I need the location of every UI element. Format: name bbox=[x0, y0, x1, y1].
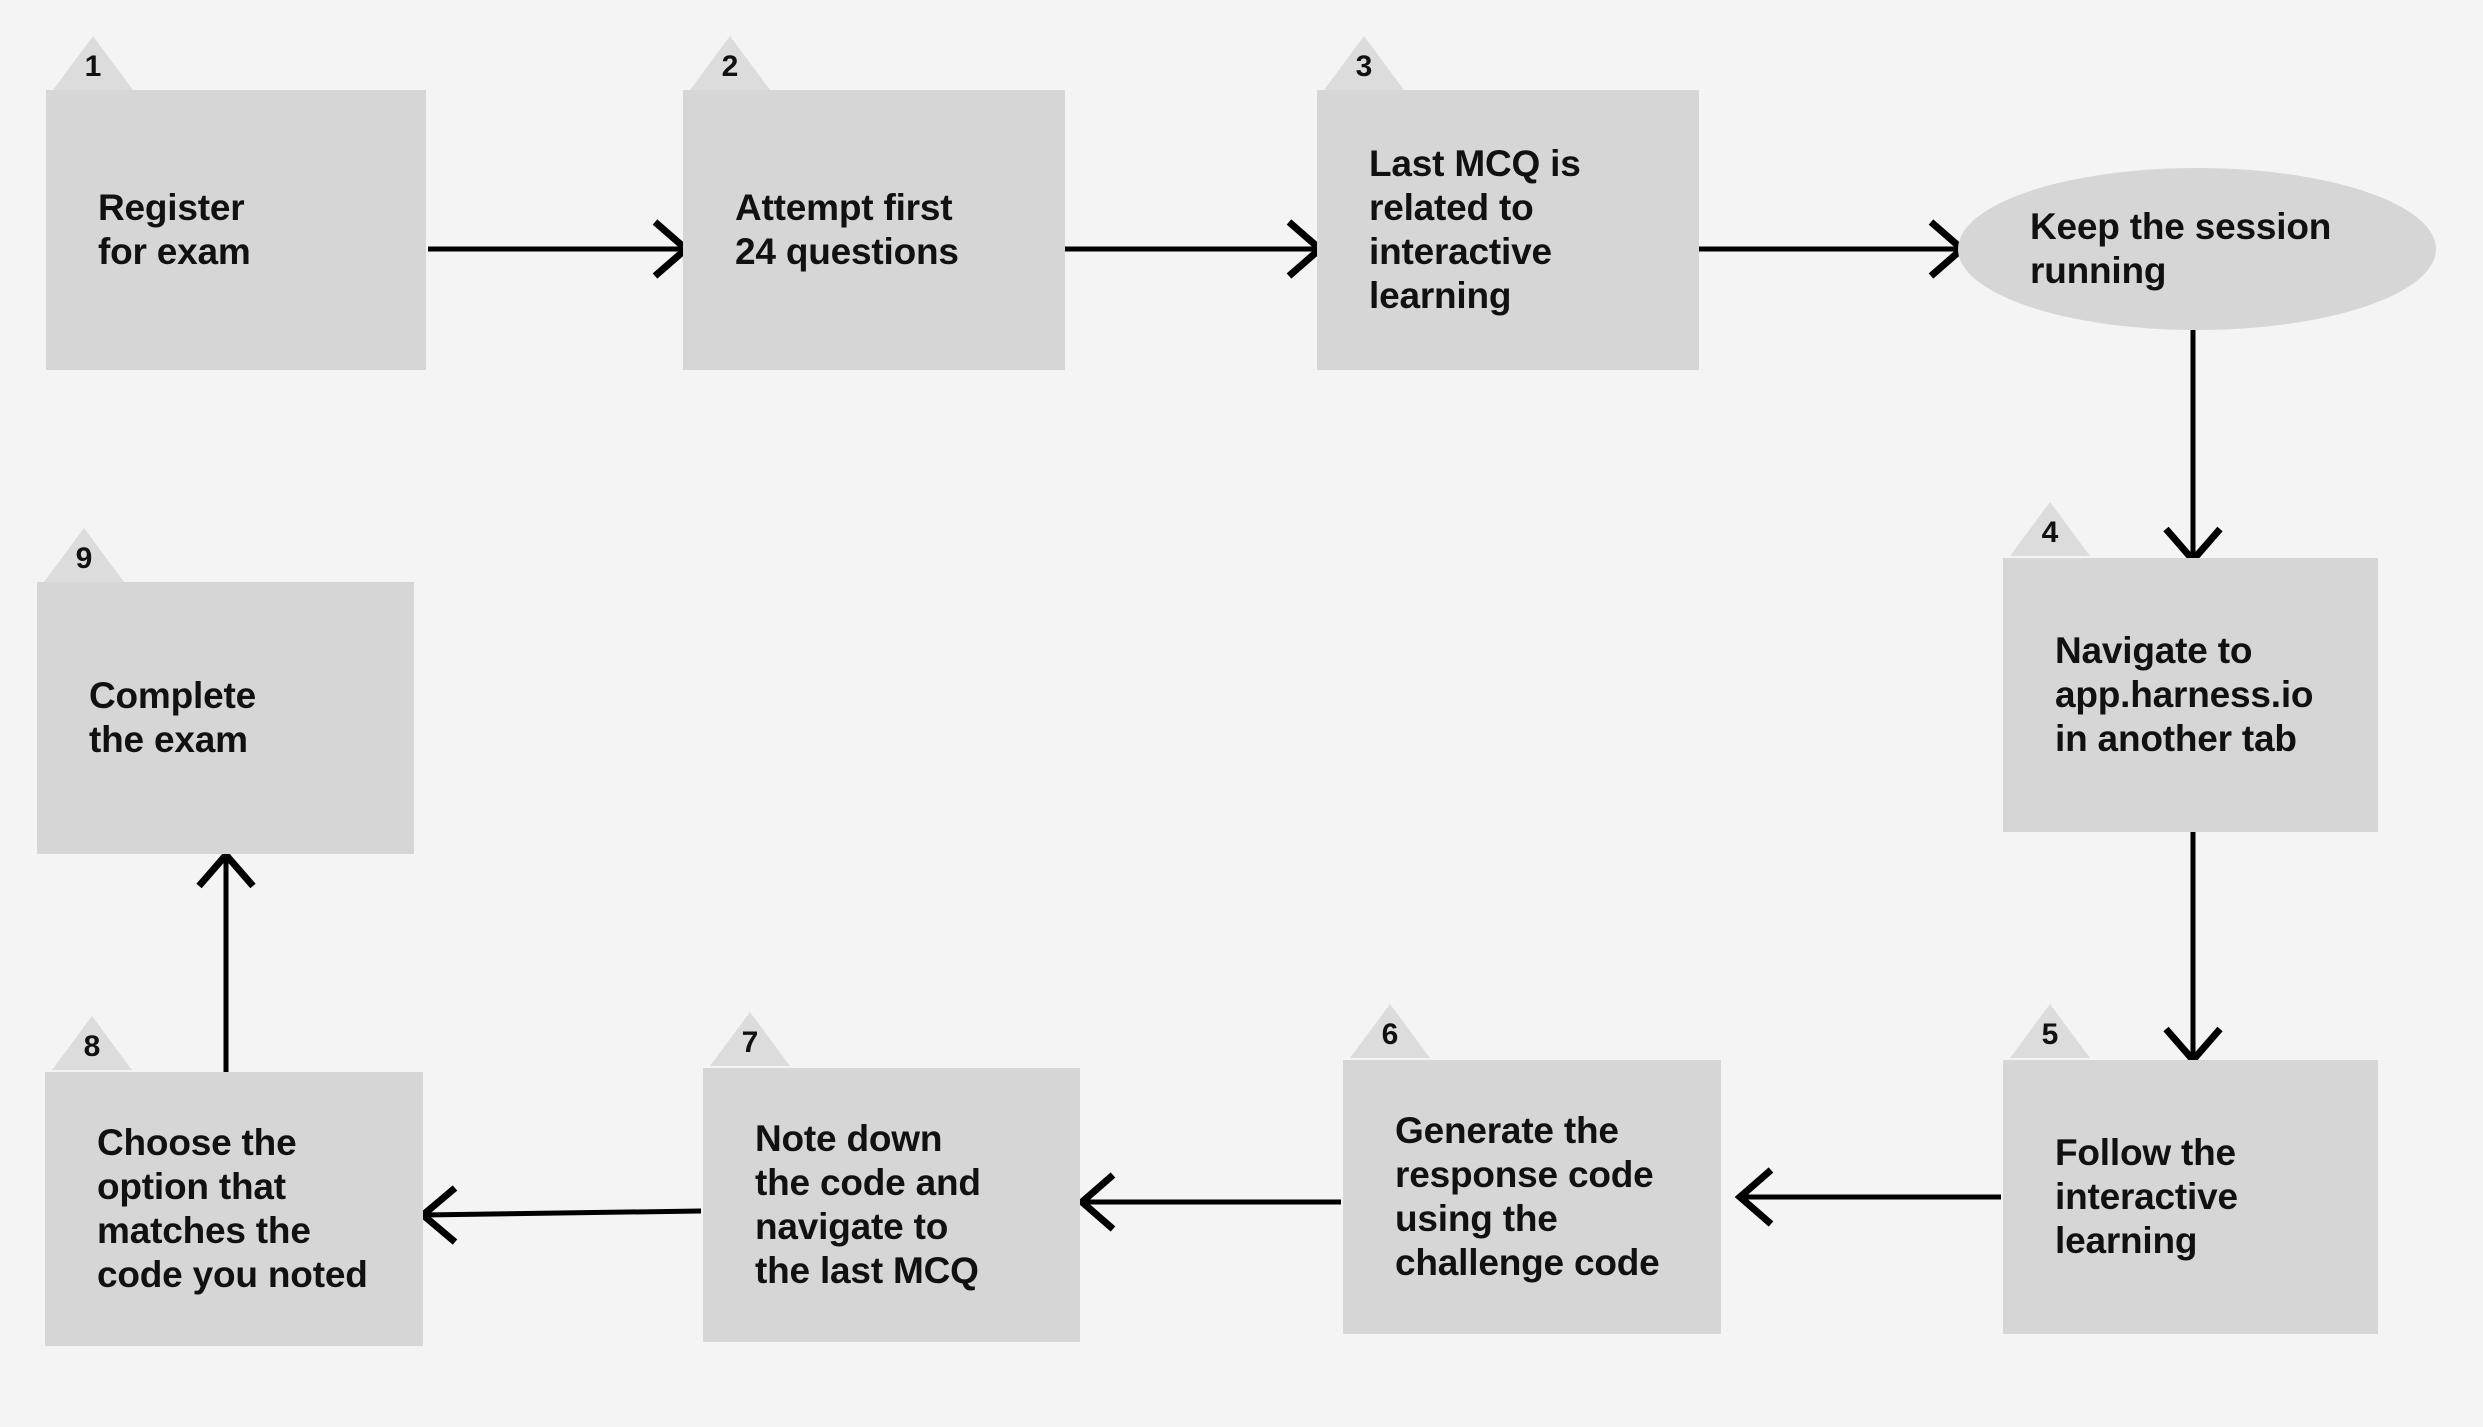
node-label: Choose the option that matches the code … bbox=[97, 1121, 368, 1296]
triangle-icon bbox=[52, 1016, 132, 1070]
triangle-icon bbox=[44, 528, 124, 582]
step-badge-9: 9 bbox=[44, 528, 124, 582]
node-label: Register for exam bbox=[98, 186, 251, 272]
triangle-icon bbox=[1324, 36, 1404, 90]
node-keep-the-session-running[interactable]: Keep the session running bbox=[1958, 168, 2436, 330]
node-navigate-to-app-harness-io[interactable]: Navigate to app.harness.io in another ta… bbox=[2003, 558, 2378, 832]
step-badge-5: 5 bbox=[2010, 1004, 2090, 1058]
edge-keep-session-to-4 bbox=[2163, 330, 2223, 566]
edge-1-to-2 bbox=[428, 219, 692, 279]
edge-7-to-8 bbox=[417, 1185, 702, 1245]
edge-2-to-3 bbox=[1065, 219, 1326, 279]
step-number: 2 bbox=[721, 50, 739, 83]
node-label: Follow the interactive learning bbox=[2055, 1131, 2238, 1261]
step-number: 9 bbox=[75, 542, 93, 575]
triangle-icon bbox=[1350, 1004, 1430, 1058]
edge-6-to-7 bbox=[1076, 1172, 1341, 1232]
edge-5-to-6 bbox=[1734, 1167, 2001, 1227]
edge-4-to-5 bbox=[2163, 831, 2223, 1066]
step-badge-3: 3 bbox=[1324, 36, 1404, 90]
step-number: 3 bbox=[1355, 50, 1373, 83]
step-badge-7: 7 bbox=[710, 1012, 790, 1066]
triangle-icon bbox=[53, 36, 133, 90]
node-label: Navigate to app.harness.io in another ta… bbox=[2055, 629, 2314, 759]
step-badge-4: 4 bbox=[2010, 502, 2090, 556]
node-last-mcq-interactive-learning[interactable]: Last MCQ is related to interactive learn… bbox=[1317, 90, 1699, 370]
node-generate-response-code[interactable]: Generate the response code using the cha… bbox=[1343, 1060, 1721, 1334]
step-number: 4 bbox=[2041, 516, 2059, 549]
triangle-icon bbox=[690, 36, 770, 90]
step-number: 1 bbox=[84, 50, 102, 83]
step-number: 6 bbox=[1381, 1018, 1399, 1051]
step-number: 5 bbox=[2041, 1018, 2059, 1051]
step-badge-2: 2 bbox=[690, 36, 770, 90]
edge-3-to-keep-session bbox=[1699, 219, 1968, 279]
step-badge-6: 6 bbox=[1350, 1004, 1430, 1058]
node-follow-the-interactive-learning[interactable]: Follow the interactive learning bbox=[2003, 1060, 2378, 1334]
node-attempt-first-24-questions[interactable]: Attempt first 24 questions bbox=[683, 90, 1065, 370]
node-note-down-the-code[interactable]: Note down the code and navigate to the l… bbox=[703, 1068, 1080, 1342]
node-label: Generate the response code using the cha… bbox=[1395, 1109, 1660, 1284]
node-label: Last MCQ is related to interactive learn… bbox=[1369, 142, 1581, 317]
node-label: Keep the session running bbox=[2030, 205, 2332, 291]
step-badge-1: 1 bbox=[53, 36, 133, 90]
triangle-icon bbox=[2010, 1004, 2090, 1058]
triangle-icon bbox=[2010, 502, 2090, 556]
triangle-icon bbox=[710, 1012, 790, 1066]
node-label: Attempt first 24 questions bbox=[735, 186, 959, 272]
node-label: Note down the code and navigate to the l… bbox=[755, 1117, 981, 1292]
node-register-for-exam[interactable]: Register for exam bbox=[46, 90, 426, 370]
node-complete-the-exam[interactable]: Complete the exam bbox=[37, 582, 414, 854]
edge-8-to-9 bbox=[196, 849, 256, 1073]
step-badge-8: 8 bbox=[52, 1016, 132, 1070]
step-number: 8 bbox=[83, 1030, 101, 1063]
node-label: Complete the exam bbox=[89, 674, 256, 760]
node-choose-matching-option[interactable]: Choose the option that matches the code … bbox=[45, 1072, 423, 1346]
step-number: 7 bbox=[741, 1026, 759, 1059]
